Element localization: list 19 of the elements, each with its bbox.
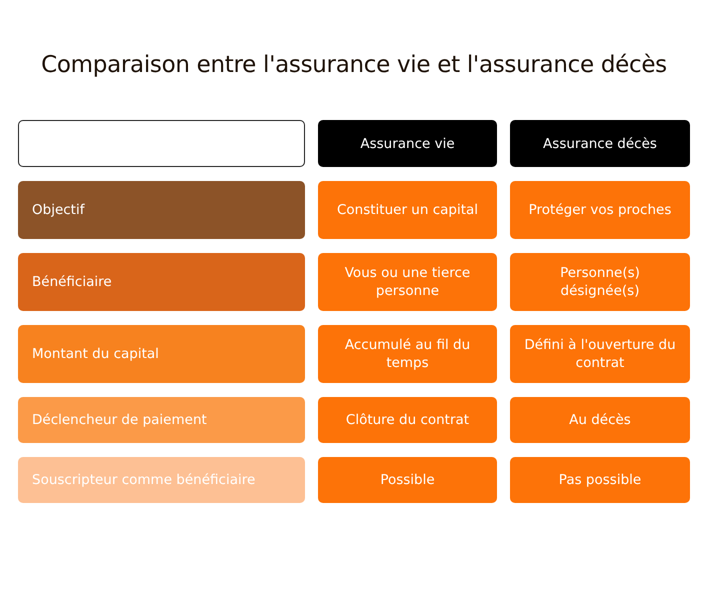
row-label: Bénéficiaire xyxy=(18,253,305,311)
table-cell: Accumulé au fil du temps xyxy=(318,325,497,383)
chart-title: Comparaison entre l'assurance vie et l'assurance décès xyxy=(40,52,668,78)
table-cell: Vous ou une tierce personne xyxy=(318,253,497,311)
table-cell: Possible xyxy=(318,457,497,503)
table-cell: Constituer un capital xyxy=(318,181,497,239)
column-header: Assurance décès xyxy=(510,120,690,167)
table-cell: Personne(s) désignée(s) xyxy=(510,253,690,311)
table-cell: Clôture du contrat xyxy=(318,397,497,443)
table-cell: Au décès xyxy=(510,397,690,443)
empty-header-cell xyxy=(18,120,305,167)
table-cell: Protéger vos proches xyxy=(510,181,690,239)
table-cell: Défini à l'ouverture du contrat xyxy=(510,325,690,383)
row-label: Objectif xyxy=(18,181,305,239)
row-label: Déclencheur de paiement xyxy=(18,397,305,443)
column-header: Assurance vie xyxy=(318,120,497,167)
table-cell: Pas possible xyxy=(510,457,690,503)
row-label: Montant du capital xyxy=(18,325,305,383)
row-label: Souscripteur comme bénéficiaire xyxy=(18,457,305,503)
